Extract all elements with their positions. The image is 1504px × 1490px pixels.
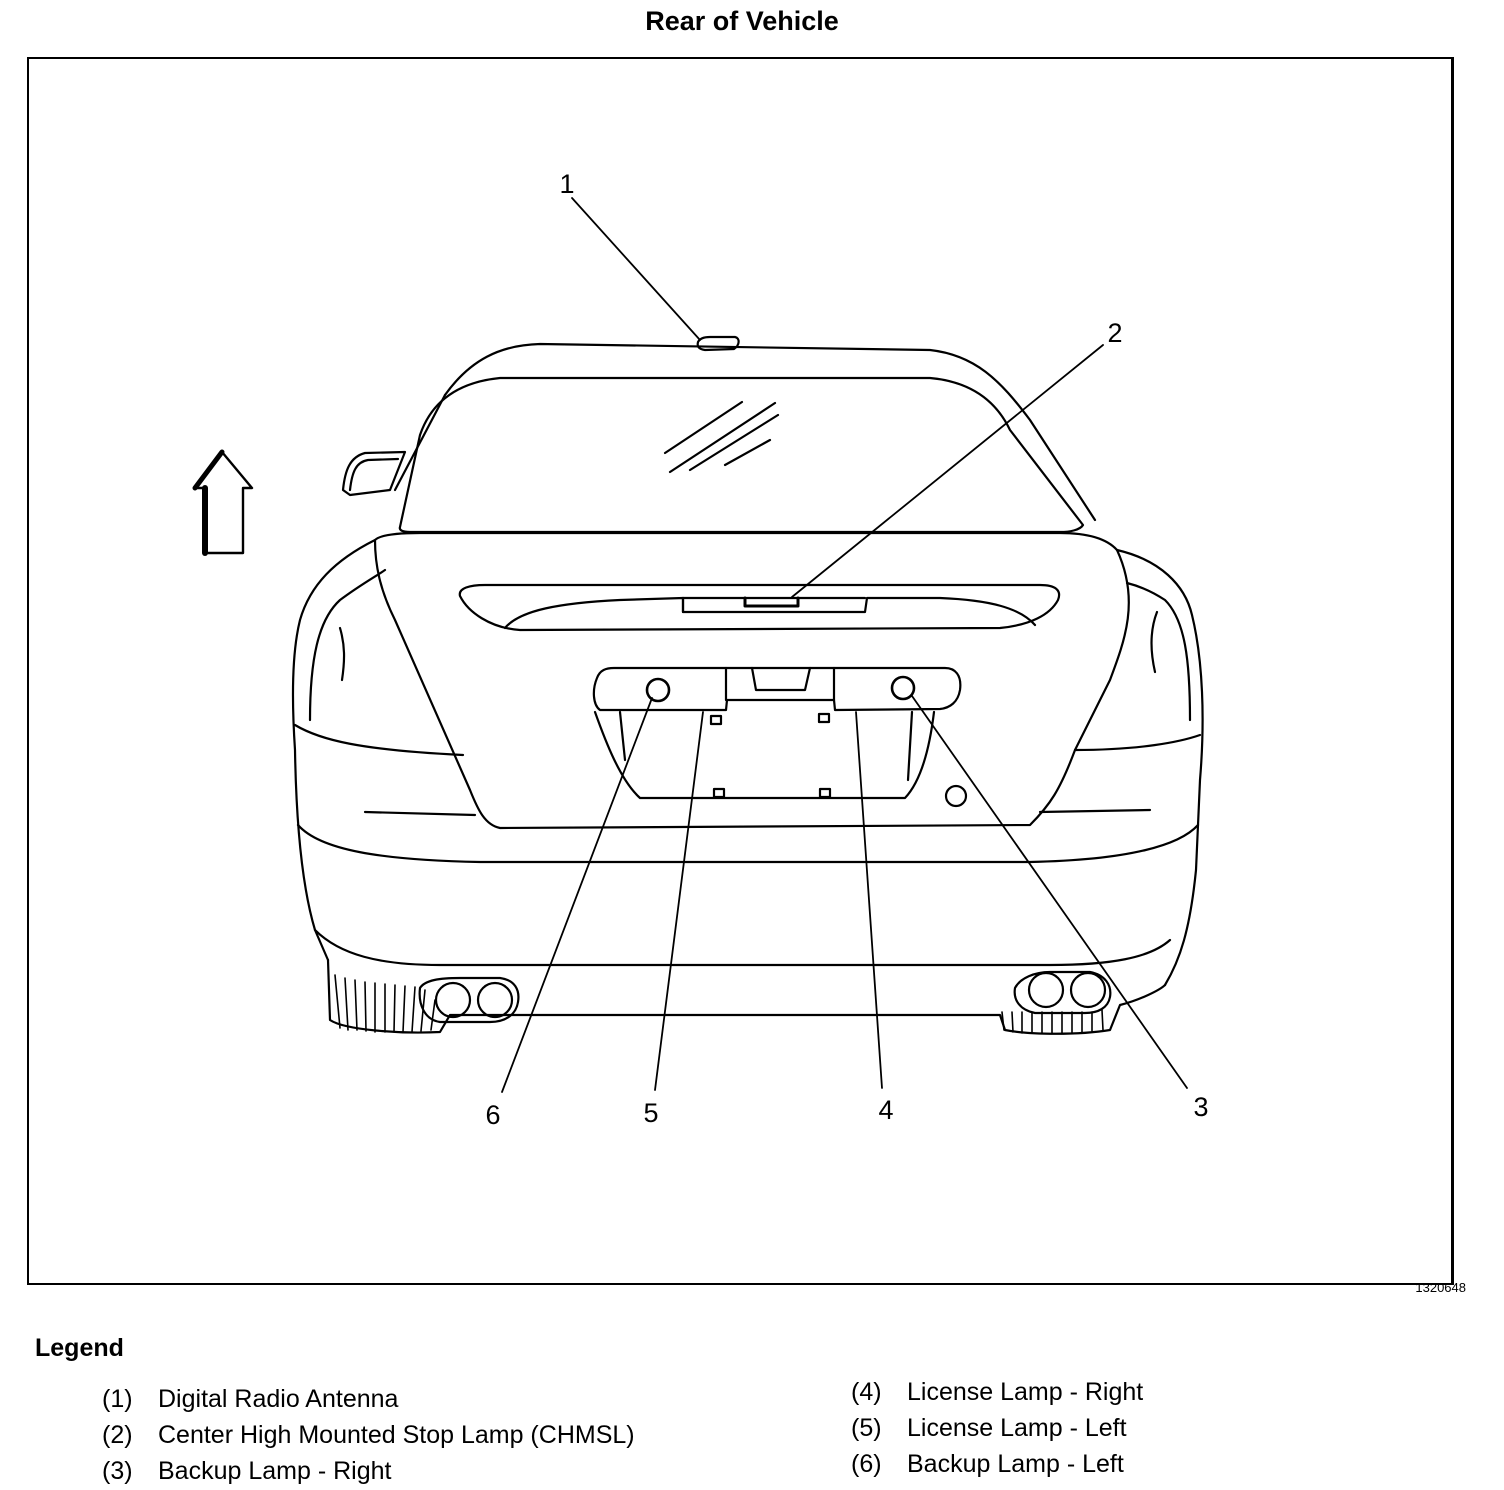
legend-item: (5) License Lamp - Left [851,1410,1143,1446]
illustration-frame [27,57,1454,1285]
legend-item: (1) Digital Radio Antenna [102,1381,635,1417]
legend-label: License Lamp - Left [907,1413,1127,1442]
callout-4: 4 [878,1095,893,1125]
callout-1: 1 [559,169,574,199]
vehicle-rear-illustration: 1 2 3 4 5 6 [192,169,1209,1130]
legend-label: Center High Mounted Stop Lamp (CHMSL) [158,1420,635,1449]
diagram-title: Rear of Vehicle [645,6,839,36]
legend-label: Backup Lamp - Right [158,1456,392,1485]
legend-number: (5) [851,1413,882,1442]
legend-number: (2) [102,1420,133,1449]
legend-heading: Legend [35,1334,124,1362]
lower-grille-hatching [334,974,1104,1034]
legend-column-left: (1) Digital Radio Antenna (2) Center Hig… [102,1381,635,1489]
legend-number: (4) [851,1377,882,1406]
exhaust-tips [418,970,1112,1024]
callout-3: 3 [1193,1092,1208,1122]
callout-5: 5 [643,1098,658,1128]
legend-number: (1) [102,1384,133,1413]
legend-item: (6) Backup Lamp - Left [851,1446,1143,1482]
callout-2: 2 [1107,318,1122,348]
legend-number: (3) [102,1456,133,1485]
antenna-icon [696,335,740,352]
callout-6: 6 [485,1100,500,1130]
legend-number: (6) [851,1449,882,1478]
legend-label: License Lamp - Right [907,1377,1144,1406]
legend-label: Digital Radio Antenna [158,1384,399,1413]
forward-arrow-icon [192,449,254,556]
legend-item: (4) License Lamp - Right [851,1374,1143,1410]
vehicle-outline [291,342,1204,1035]
legend-item: (2) Center High Mounted Stop Lamp (CHMSL… [102,1417,635,1453]
backup-lamp-left-icon [645,677,671,703]
figure-number: 1320648 [1415,1280,1466,1295]
backup-lamp-right-icon [890,675,916,701]
legend-column-right: (4) License Lamp - Right (5) License Lam… [851,1374,1143,1482]
legend-item: (3) Backup Lamp - Right [102,1453,635,1489]
legend-label: Backup Lamp - Left [907,1449,1124,1478]
leader-lines [501,197,1188,1093]
